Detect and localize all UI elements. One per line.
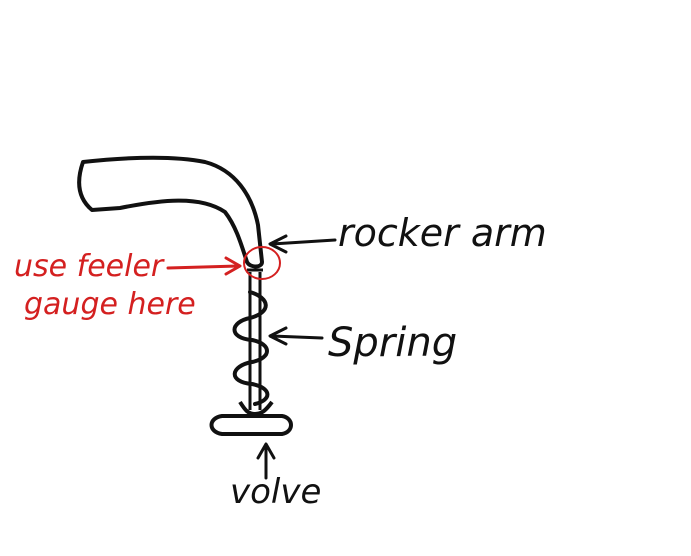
- valve-label: volve: [230, 472, 321, 512]
- feeler-arrow: [166, 256, 242, 276]
- clearance-highlight-circle: [243, 246, 281, 280]
- feeler-gauge-label-line1: use feeler: [14, 249, 165, 284]
- valve-head: [209, 400, 293, 436]
- rocker-arm-arrow: [268, 234, 337, 254]
- spring-label: Spring: [328, 320, 457, 366]
- feeler-gauge-label-line2: gauge here: [24, 287, 196, 322]
- rocker-arm-label: rocker arm: [338, 211, 547, 255]
- spring-arrow: [268, 326, 324, 346]
- rocker-arm-shape: [77, 155, 264, 269]
- valve-arrow: [256, 442, 276, 480]
- spring-coil: [232, 290, 270, 406]
